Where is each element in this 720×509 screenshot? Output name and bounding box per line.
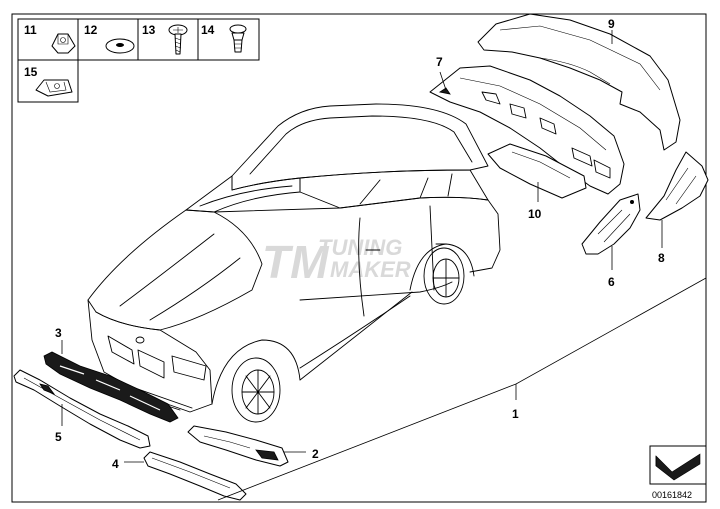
watermark-logo: TM [262,236,330,288]
legend-number: 15 [24,65,38,79]
part-9-rear-bumper-cover[interactable] [477,13,681,151]
part-10-heat-shield[interactable] [487,143,587,199]
speed-nut-icon [35,79,73,97]
part-8-side-trim-panel[interactable] [645,151,709,221]
callouts: 1 2 3 4 5 6 7 8 9 10 [55,17,665,471]
callout-6[interactable]: 6 [608,275,615,289]
watermark: TM TUNING MAKER [262,235,411,288]
callout-1[interactable]: 1 [512,407,519,421]
watermark-line1: TUNING [318,235,402,260]
reference-box: 00161842 [649,445,707,500]
reference-number: 00161842 [652,490,692,500]
legend-item-15[interactable]: 15 [24,65,73,97]
screw-icon [168,24,188,55]
callout-8[interactable]: 8 [658,251,665,265]
legend-item-14[interactable]: 14 [201,23,247,53]
legend-item-13[interactable]: 13 [142,23,188,55]
expanding-rivet-icon [229,24,247,53]
rear-arrow-icon [655,453,701,481]
part-2-lower-grille-insert[interactable] [187,425,289,467]
callout-3[interactable]: 3 [55,326,62,340]
callout-2[interactable]: 2 [312,447,319,461]
diagram-frame [11,13,707,503]
legend-item-11[interactable]: 11 [24,23,76,54]
legend-number: 12 [84,23,98,37]
washer-icon [105,38,135,54]
part-5-front-splitter[interactable] [13,369,151,449]
callout-7[interactable]: 7 [436,55,443,69]
legend-item-12[interactable]: 12 [84,23,135,54]
legend-number: 13 [142,23,156,37]
part-3-front-grille-trim[interactable] [43,351,179,423]
part-7-rear-diffuser-carrier[interactable] [429,65,625,195]
callout-4[interactable]: 4 [112,457,119,471]
watermark-line2: MAKER [330,257,411,282]
leader-lines [61,30,707,501]
callout-5[interactable]: 5 [55,430,62,444]
part-6-bumper-bracket[interactable] [581,193,641,255]
fastener-legend: 11 12 13 14 [17,18,260,103]
callout-9[interactable]: 9 [608,17,615,31]
clip-nut-icon [51,33,76,54]
legend-number: 11 [24,23,37,37]
part-4-front-lip[interactable] [143,451,247,501]
legend-number: 14 [201,23,215,37]
callout-10[interactable]: 10 [528,207,542,221]
